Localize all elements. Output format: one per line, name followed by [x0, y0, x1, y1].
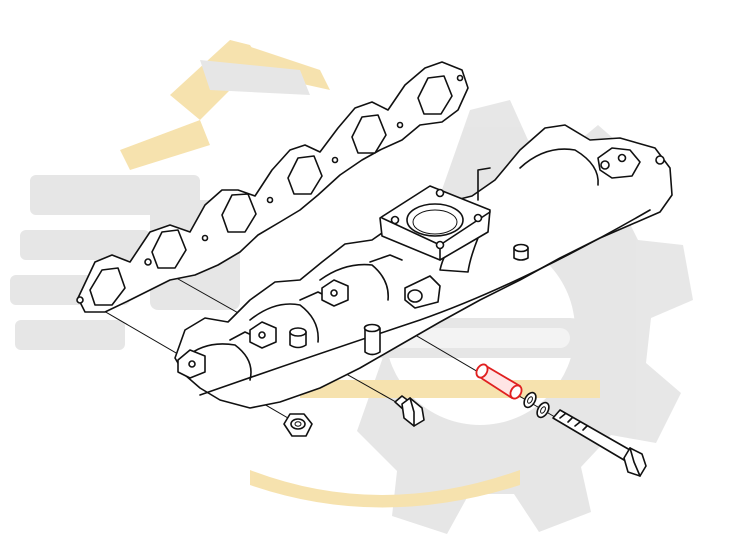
washer — [523, 391, 537, 409]
short-bolt — [394, 395, 425, 427]
long-bolt — [552, 409, 647, 477]
turbo-flange — [379, 167, 491, 273]
exhaust-manifold — [174, 124, 673, 409]
exhaust-manifold-gasket — [76, 61, 469, 313]
spacer-sleeve — [475, 363, 523, 400]
lock-washer — [536, 401, 550, 419]
hex-nut — [283, 413, 313, 437]
